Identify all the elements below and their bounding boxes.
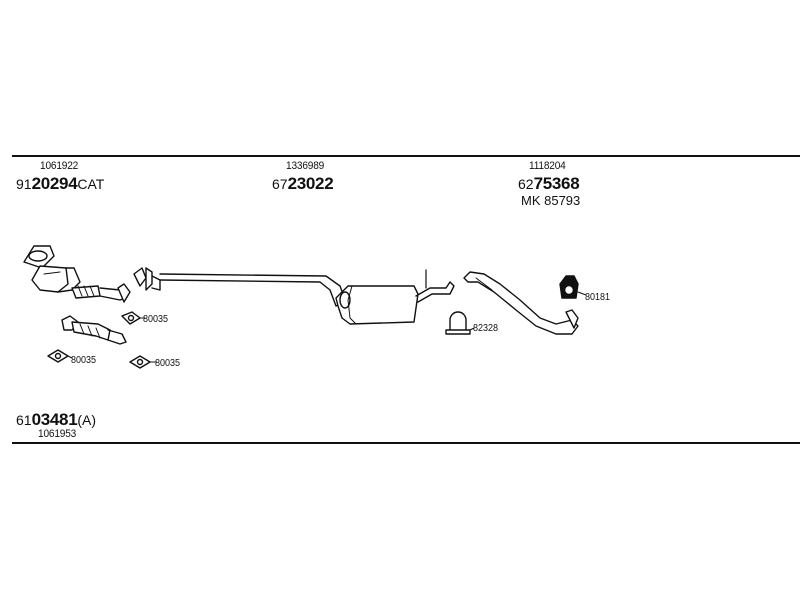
part-main: 75368 <box>533 174 580 193</box>
clamp <box>445 311 471 335</box>
gasket <box>47 349 69 363</box>
middle-silencer <box>133 267 455 325</box>
front-pipe <box>61 315 127 345</box>
gasket <box>129 355 151 369</box>
part-prefix: 67 <box>272 176 288 192</box>
part-number-front-pipe: 6103481(A) <box>16 410 96 430</box>
part-suffix: (A) <box>77 412 97 428</box>
catalytic-converter <box>23 245 131 303</box>
gasket <box>121 311 141 325</box>
part-suffix: CAT <box>77 176 105 192</box>
oe-number-catalyst: 1061922 <box>40 160 79 172</box>
part-prefix: 61 <box>16 412 32 428</box>
oe-number-front-pipe: 1061953 <box>38 428 77 440</box>
part-prefix: 91 <box>16 176 32 192</box>
part-number-rear-pipe: 6275368 <box>518 174 580 194</box>
oe-number-rear-pipe: 1118204 <box>529 160 566 172</box>
top-divider <box>12 155 800 157</box>
part-prefix: 62 <box>518 176 534 192</box>
gasket-label: 80035 <box>143 314 169 325</box>
bottom-divider <box>12 442 800 444</box>
part-number-middle-silencer: 6723022 <box>272 174 334 194</box>
part-main: 23022 <box>287 174 334 193</box>
gasket-label: 80035 <box>71 355 97 366</box>
rubber-mount-label: 80181 <box>585 292 611 303</box>
part-main: 03481 <box>31 410 78 429</box>
mounting-kit-number: MK 85793 <box>521 193 581 208</box>
clamp-label: 82328 <box>473 323 499 334</box>
part-main: 20294 <box>31 174 78 193</box>
rubber-mount <box>559 275 579 299</box>
gasket-label: 80035 <box>155 358 181 369</box>
part-number-catalyst: 9120294CAT <box>16 174 104 194</box>
rear-pipe <box>463 271 579 335</box>
oe-number-middle-silencer: 1336989 <box>286 160 325 172</box>
